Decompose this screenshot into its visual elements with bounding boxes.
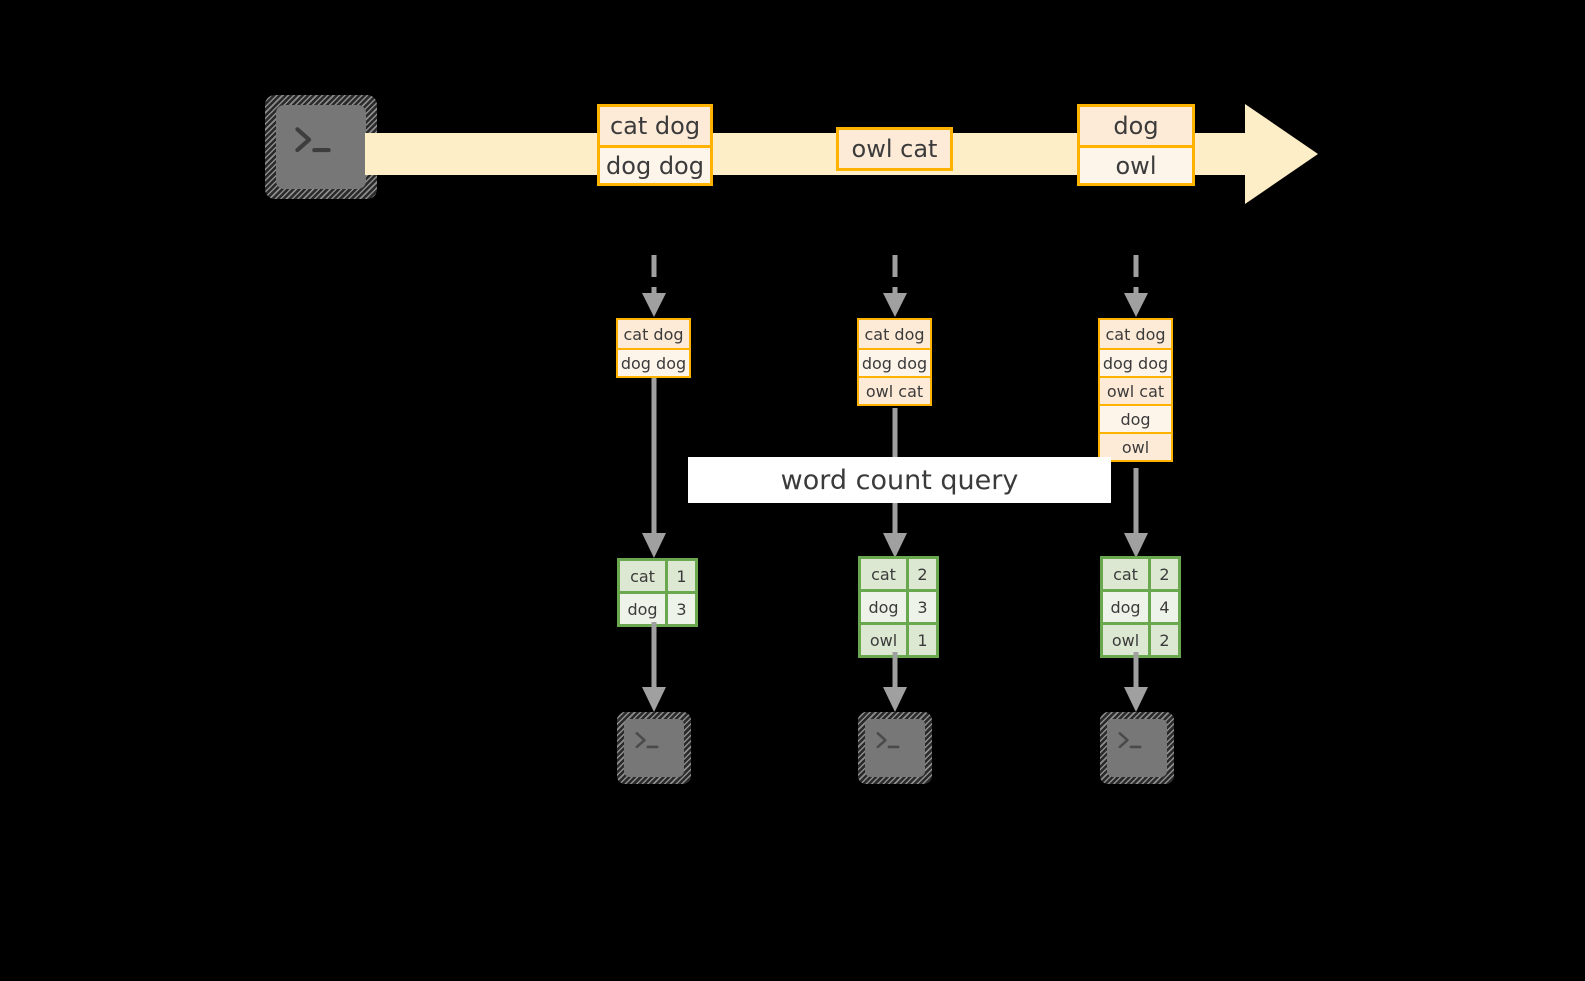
input-row: dog dog xyxy=(618,348,689,376)
input-row: owl cat xyxy=(1100,376,1171,404)
table-row: dog 3 xyxy=(861,589,936,622)
dashed-connector-1 xyxy=(642,255,666,317)
sink-terminal-icon-1 xyxy=(617,712,691,784)
terminal-prompt-glyph-icon xyxy=(1118,732,1142,749)
input-row: dog dog xyxy=(1100,348,1171,376)
terminal-prompt-glyph-icon xyxy=(295,127,331,153)
dashed-connector-2 xyxy=(883,255,907,317)
record-line: dog xyxy=(1080,107,1192,145)
record-line: cat dog xyxy=(600,107,710,145)
result-word: owl xyxy=(1103,625,1148,655)
query-connector-1 xyxy=(642,378,666,558)
sink-connector-2 xyxy=(883,652,907,712)
input-row: owl cat xyxy=(859,376,930,404)
result-table-time-1[interactable]: cat 1 dog 3 xyxy=(617,558,698,627)
record-line: owl cat xyxy=(839,130,950,168)
input-row: dog dog xyxy=(859,348,930,376)
dashed-connector-3 xyxy=(1124,255,1148,317)
query-label: word count query xyxy=(780,464,1019,496)
result-count: 3 xyxy=(906,592,936,622)
table-row: dog 3 xyxy=(620,591,695,624)
result-count: 2 xyxy=(1148,559,1178,589)
record-line: dog dog xyxy=(600,145,710,183)
input-row: cat dog xyxy=(859,320,930,348)
result-word: dog xyxy=(620,594,665,624)
result-table-time-3[interactable]: cat 2 dog 4 owl 2 xyxy=(1100,556,1181,658)
source-terminal-icon xyxy=(265,95,377,199)
table-row: cat 2 xyxy=(1103,559,1178,589)
input-table-time-2[interactable]: cat dog dog dog owl cat xyxy=(857,318,932,406)
result-count: 1 xyxy=(906,625,936,655)
result-word: owl xyxy=(861,625,906,655)
sink-connector-3 xyxy=(1124,652,1148,712)
result-count: 1 xyxy=(665,561,695,591)
input-row: dog xyxy=(1100,404,1171,432)
table-row: cat 1 xyxy=(620,561,695,591)
timeline-batch-3[interactable]: dog owl xyxy=(1077,104,1195,186)
input-row: cat dog xyxy=(1100,320,1171,348)
result-word: cat xyxy=(620,561,665,591)
result-count: 2 xyxy=(906,559,936,589)
terminal-prompt-glyph-icon xyxy=(635,732,659,749)
sink-terminal-icon-2 xyxy=(858,712,932,784)
input-row: cat dog xyxy=(618,320,689,348)
word-count-query-band: word count query xyxy=(688,457,1111,503)
input-table-time-1[interactable]: cat dog dog dog xyxy=(616,318,691,378)
table-row: owl 1 xyxy=(861,622,936,655)
result-word: cat xyxy=(861,559,906,589)
result-count: 2 xyxy=(1148,625,1178,655)
result-table-time-2[interactable]: cat 2 dog 3 owl 1 xyxy=(858,556,939,658)
result-count: 4 xyxy=(1148,592,1178,622)
table-row: dog 4 xyxy=(1103,589,1178,622)
result-word: cat xyxy=(1103,559,1148,589)
timeline-batch-1[interactable]: cat dog dog dog xyxy=(597,104,713,186)
timeline-batch-2[interactable]: owl cat xyxy=(836,127,953,171)
input-table-time-3[interactable]: cat dog dog dog owl cat dog owl xyxy=(1098,318,1173,462)
terminal-face xyxy=(276,105,366,189)
input-row: owl xyxy=(1100,432,1171,460)
record-line: owl xyxy=(1080,145,1192,183)
sink-connector-1 xyxy=(642,622,666,712)
result-word: dog xyxy=(861,592,906,622)
table-row: owl 2 xyxy=(1103,622,1178,655)
result-word: dog xyxy=(1103,592,1148,622)
table-row: cat 2 xyxy=(861,559,936,589)
sink-terminal-icon-3 xyxy=(1100,712,1174,784)
query-connector-3 xyxy=(1124,468,1148,558)
result-count: 3 xyxy=(665,594,695,624)
terminal-prompt-glyph-icon xyxy=(876,732,900,749)
